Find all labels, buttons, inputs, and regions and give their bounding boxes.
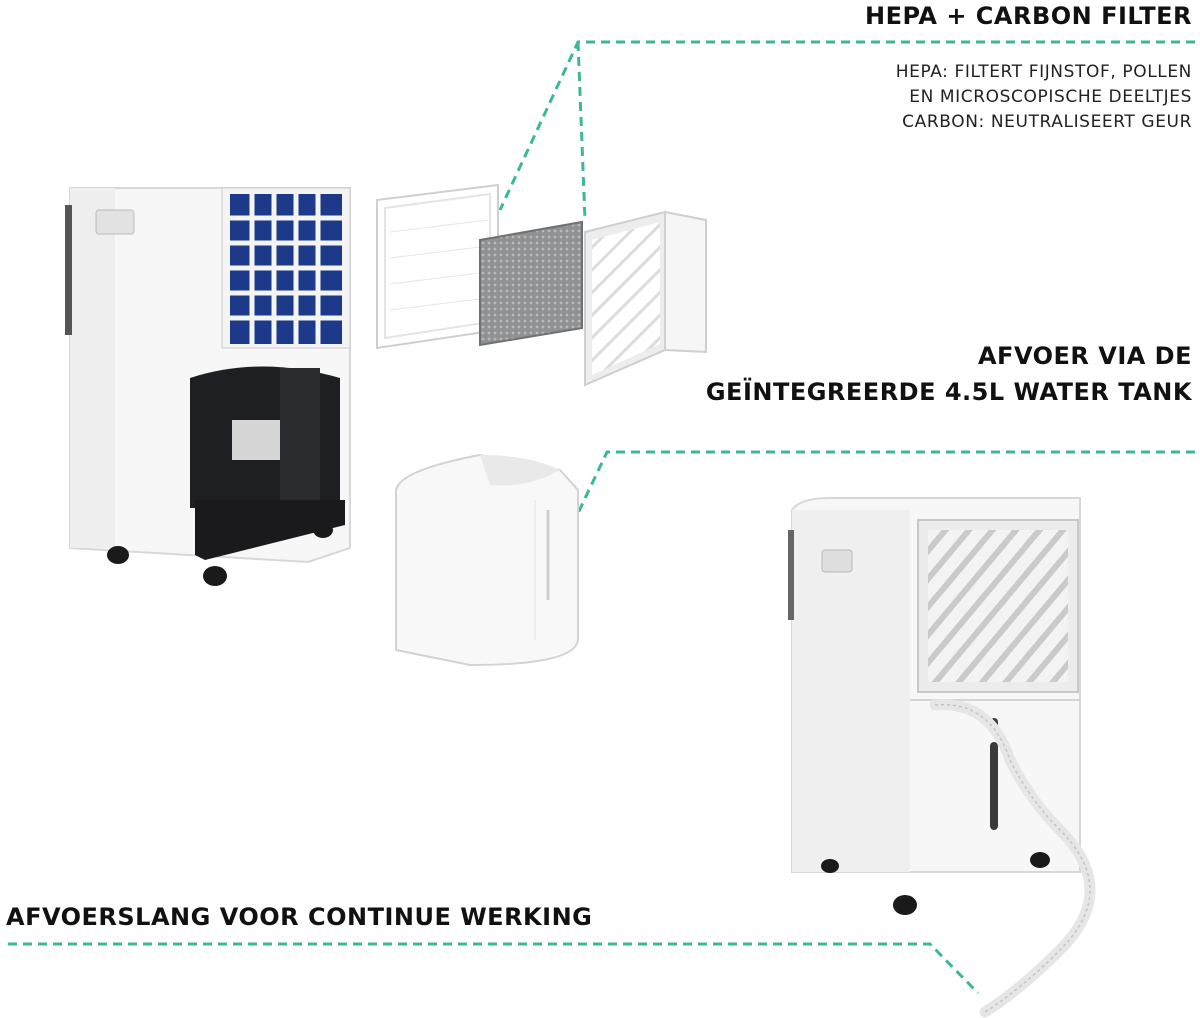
dehumidifier-assembled-unit — [788, 497, 1096, 1018]
callout-title-hepa-carbon: HEPA + CARBON FILTER — [865, 2, 1192, 30]
water-level-window — [990, 742, 998, 830]
hepa-filter — [376, 183, 499, 350]
callout-title-drain-hose: AFVOERSLANG VOOR CONTINUE WERKING — [6, 903, 593, 931]
evaporator-coil-grid — [230, 194, 342, 344]
callout-line-filter-2 — [576, 41, 587, 221]
carbon-filter — [479, 220, 583, 347]
callout-line-tank — [568, 450, 1195, 531]
callout-tank-line-1: AFVOER VIA DE — [977, 342, 1192, 370]
callout-tank-line-2: GEÏNTEGREERDE 4.5L WATER TANK — [705, 378, 1192, 406]
callout-description-hepa-carbon: HEPA: FILTERT FIJNSTOF, POLLEN EN MICROS… — [896, 60, 1192, 135]
wheel-back-right — [313, 522, 333, 538]
callout-lines — [8, 40, 1195, 995]
water-tank — [395, 453, 579, 667]
wheel-front-left — [107, 546, 129, 564]
wheel-right-back — [1030, 852, 1050, 868]
callout-line-hose — [8, 942, 980, 995]
wheel-front-right — [203, 566, 227, 586]
wheel-right-front — [893, 895, 917, 915]
callout-line-1: HEPA: FILTERT FIJNSTOF, POLLEN — [895, 62, 1192, 82]
callout-title-water-tank: AFVOER VIA DE GEÏNTEGREERDE 4.5L WATER T… — [706, 338, 1192, 410]
front-grille — [584, 210, 707, 387]
callout-line-2: EN MICROSCOPISCHE DEELTJES — [909, 87, 1192, 107]
callout-line-3: CARBON: NEUTRALISEERT GEUR — [902, 112, 1192, 132]
dehumidifier-open-unit — [65, 187, 351, 586]
